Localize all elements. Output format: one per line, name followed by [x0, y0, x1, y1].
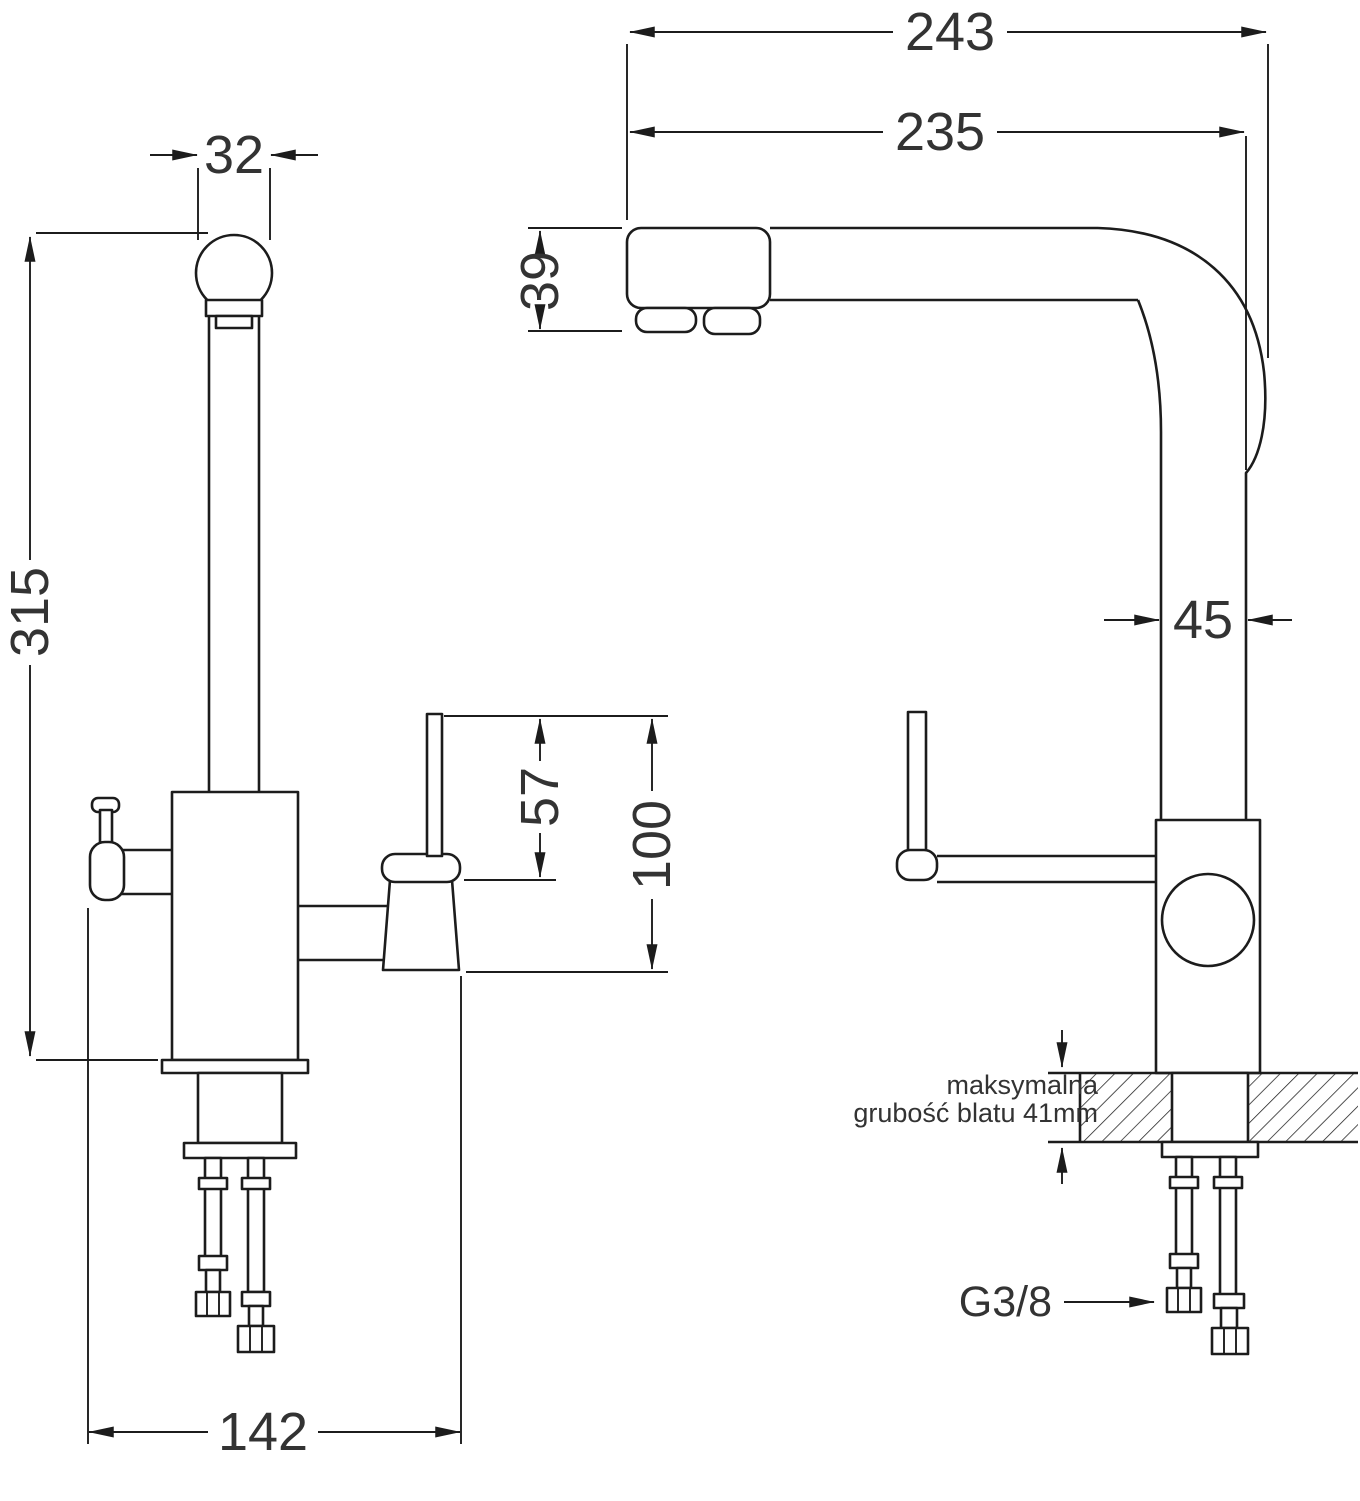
side-lever-stick [906, 710, 928, 860]
dim-overall-reach-243: 243 [626, 2, 1269, 358]
stud-shaft [203, 1156, 223, 1260]
spout-head [625, 226, 772, 310]
dim-value: 142 [218, 1402, 308, 1462]
stud-fitting [197, 1254, 229, 1272]
dim-body-height-100: 100 [466, 718, 682, 973]
dim-value: 243 [905, 2, 995, 62]
front-view-faucet [88, 233, 462, 1354]
note-line-1: maksymalna [946, 1070, 1099, 1100]
mixer-lever [296, 712, 462, 972]
countertop-thickness-note: maksymalna grubość blatu 41mm [853, 1030, 1099, 1184]
dim-value: 100 [622, 800, 682, 890]
dim-value: 45 [1173, 590, 1233, 650]
dim-spout-reach-235: 235 [629, 102, 1247, 470]
countertop-hatch-left [1080, 1073, 1172, 1142]
filter-lever [88, 796, 176, 902]
stud-nut [1168, 1175, 1200, 1190]
side-shank-fill [1172, 1073, 1248, 1142]
dim-lever-height-57: 57 [444, 715, 668, 881]
dim-value: 39 [510, 251, 570, 311]
dim-head-height-39: 39 [510, 227, 622, 332]
hose-neck [1219, 1306, 1239, 1330]
stud-neck [1175, 1266, 1193, 1290]
threaded-shank-fill [198, 1073, 282, 1143]
dim-value: 32 [204, 125, 264, 185]
filter-lever-stem [98, 808, 114, 848]
dim-spout-width-32: 32 [150, 125, 318, 240]
stud-fitting [1168, 1252, 1200, 1270]
spout-collar [204, 298, 264, 318]
dim-depth-142: 142 [87, 908, 462, 1462]
side-body-joint [1160, 872, 1256, 968]
mounting-washer [182, 1141, 298, 1160]
hose-neck [247, 1304, 265, 1328]
side-mixer-lever [895, 710, 1158, 884]
side-supply-hose [1210, 1155, 1250, 1356]
mixer-lever-stick [425, 712, 444, 858]
dimensions: 32 315 142 57 100 [0, 2, 1292, 1462]
side-lever-foot [895, 848, 939, 882]
hose-fitting [240, 1290, 272, 1308]
stud-shaft [1174, 1155, 1194, 1257]
dim-column-width-45: 45 [1104, 590, 1292, 650]
aerator-outlet [634, 306, 698, 334]
spout-curve-outer [1097, 226, 1267, 820]
thread-size-label: G3/8 [959, 1278, 1155, 1326]
hose-hex-nut [1210, 1326, 1250, 1356]
hose-nut [240, 1176, 272, 1191]
stud-hex-nut [1165, 1286, 1203, 1314]
stud-neck [204, 1268, 222, 1294]
thread-label: G3/8 [959, 1278, 1052, 1326]
dim-value: 315 [0, 567, 60, 657]
mounting-stud [194, 1156, 232, 1318]
stud-hex-nut [194, 1290, 232, 1318]
supply-hose [236, 1156, 276, 1354]
side-mounting-stud [1165, 1155, 1203, 1314]
faucet-body [170, 790, 300, 1062]
stud-nut [197, 1176, 229, 1191]
countertop-hatch-right [1248, 1073, 1358, 1142]
aerator-outlet [702, 306, 762, 336]
mixer-lever-cap [380, 852, 462, 884]
hose-nut [1212, 1175, 1244, 1190]
spout-nozzle [214, 314, 254, 330]
dim-value: 57 [510, 767, 570, 827]
hose-hex-nut [236, 1324, 276, 1354]
base-flange [160, 1058, 310, 1075]
countertop-section [1048, 1071, 1358, 1144]
hose-fitting [1212, 1292, 1246, 1310]
dim-value: 235 [895, 102, 985, 162]
side-mounting-washer [1160, 1140, 1260, 1159]
note-line-2: grubość blatu 41mm [853, 1098, 1098, 1128]
spout-curve-inner [1136, 299, 1163, 820]
mixer-housing [381, 878, 461, 972]
dim-overall-height-315: 315 [0, 232, 208, 1061]
filter-lever-foot [88, 840, 126, 902]
side-view-faucet [625, 226, 1358, 1356]
